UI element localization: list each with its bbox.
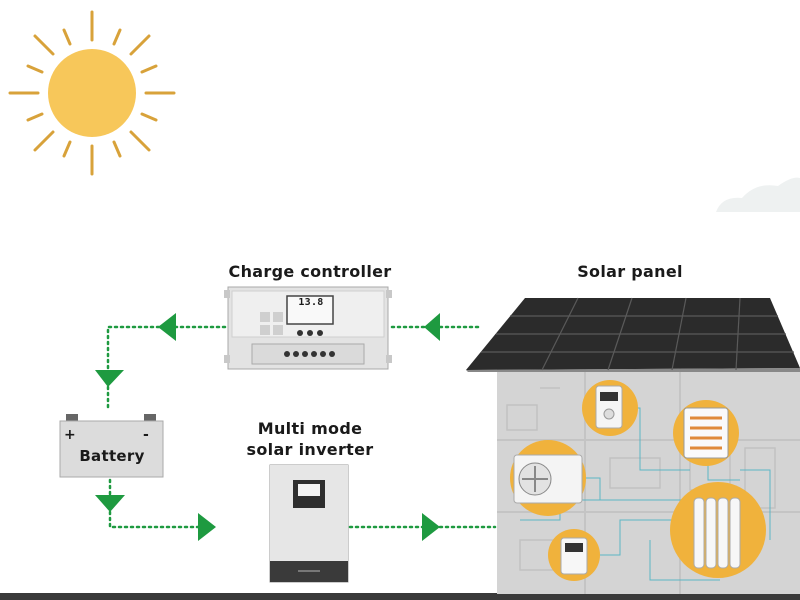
flow-arrows (95, 313, 440, 541)
air-conditioner-icon (510, 440, 586, 516)
ground-line (0, 593, 800, 600)
solar-panel-icon (466, 297, 800, 372)
charge-controller-icon (224, 286, 392, 370)
inverter-label-line1: Multi mode (257, 419, 363, 438)
battery-icon (59, 414, 164, 478)
radiator-icon (670, 482, 766, 578)
inverter-label: Multi mode solar inverter (220, 418, 400, 460)
controller-display-value: 13.8 (298, 297, 324, 308)
arrow-down-icon (95, 495, 125, 512)
inverter-icon (269, 464, 349, 583)
wall-controller-icon (548, 529, 600, 581)
thermostat-icon (582, 380, 638, 436)
arrow-right-icon (198, 513, 216, 541)
battery-plus-terminal: + (64, 427, 77, 443)
cloud-icon (716, 177, 800, 212)
battery-label: Battery (79, 447, 145, 465)
charge-controller-label: Charge controller (228, 262, 392, 281)
sun-icon (8, 10, 176, 176)
arrow-left-icon (158, 313, 176, 341)
battery-minus-terminal: - (143, 427, 150, 443)
arrow-down-icon (95, 370, 124, 387)
inverter-label-line2: solar inverter (246, 440, 374, 459)
heater-icon (673, 400, 739, 466)
arrow-right-icon (422, 513, 440, 541)
solar-panel-label: Solar panel (577, 262, 683, 281)
arrow-left-icon (424, 313, 440, 341)
